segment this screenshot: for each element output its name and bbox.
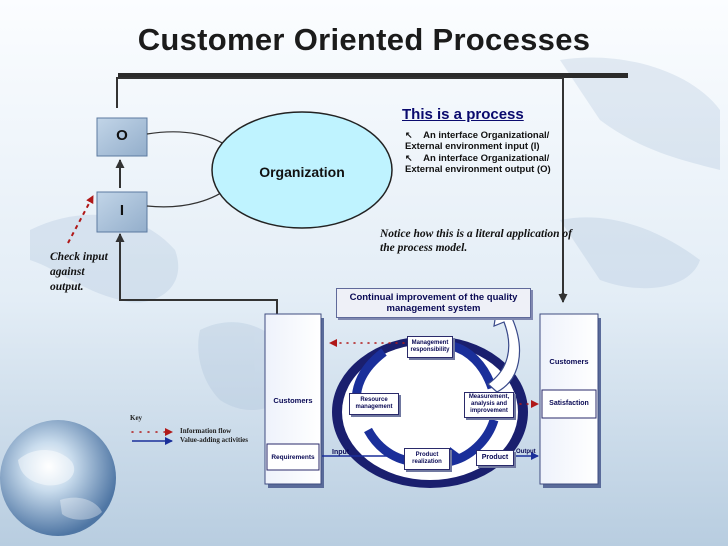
output-box-shape: [96, 117, 148, 157]
organization-ellipse: [211, 111, 393, 229]
continual-improvement-banner: Continual improvement of the quality man…: [336, 288, 531, 318]
product-box: Product: [476, 450, 514, 466]
requirements-label: Requirements: [271, 454, 315, 461]
feedback-loop-line: [116, 77, 568, 303]
output-box-label: O: [116, 127, 128, 144]
check-arrow: [67, 195, 94, 244]
process-title: This is a process: [402, 106, 524, 123]
input-box-shape: [96, 191, 148, 233]
loop-end-dot: [560, 293, 566, 299]
globe-graphic: [0, 420, 116, 536]
check-text: Check input against output.: [50, 251, 108, 293]
input-label: Input: [332, 449, 350, 456]
management-responsibility-box: Management responsibility: [407, 336, 453, 358]
output-label: Output: [516, 449, 536, 455]
bullet-input: ↖ An interface Organizational/ External …: [405, 130, 575, 152]
return-loop-line: [115, 233, 278, 320]
title-underline: [118, 73, 628, 78]
key-value-adding: Value-adding activities: [180, 436, 248, 444]
notice-text: Notice how this is a literal application…: [380, 228, 572, 254]
measurement-analysis-box: Measurement, analysis and improvement: [464, 392, 514, 418]
key-legend: [131, 428, 173, 445]
bullet-pointer-icon: ↖: [405, 130, 413, 140]
left-customers-label: Customers: [273, 396, 313, 405]
realization-to-product-arrow: [450, 447, 462, 465]
bullet-pointer-icon: ↖: [405, 153, 413, 163]
bullet-input-text: An interface Organizational/ External en…: [405, 130, 550, 152]
requirements-box-shape: [266, 443, 320, 471]
resource-management-box: Resource management: [349, 393, 399, 415]
organization-label: Organization: [259, 164, 345, 180]
key-title: Key: [130, 414, 143, 422]
input-box-label: I: [119, 202, 125, 219]
right-customers-label: Customers: [549, 357, 589, 366]
bullet-output: ↖ An interface Organizational/ External …: [405, 153, 575, 175]
product-realization-box: Product realization: [404, 448, 450, 470]
bullet-output-text: An interface Organizational/ External en…: [405, 153, 551, 175]
satisfaction-box-shape: [541, 389, 597, 419]
slide-title: Customer Oriented Processes: [137, 22, 591, 57]
key-information-flow: Information flow: [180, 427, 232, 435]
satisfaction-label: Satisfaction: [549, 400, 589, 407]
